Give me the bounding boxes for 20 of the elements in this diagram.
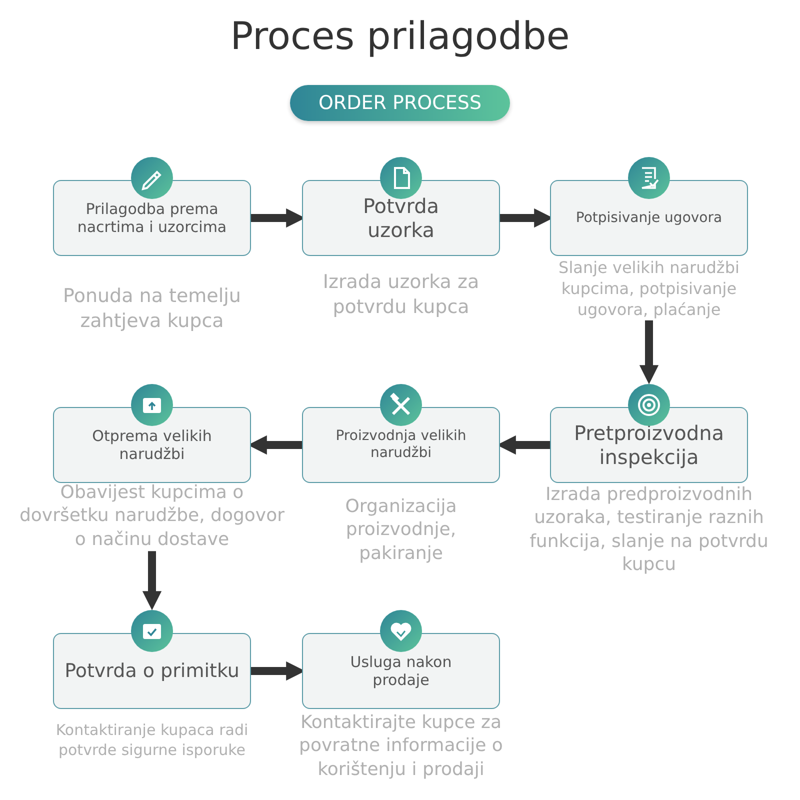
description-text: Izrada predproizvodnih uzoraka, testiranje raznih funkcija, slanje na potvrdu kupcu bbox=[528, 483, 770, 577]
title: Proces prilagodbe bbox=[229, 14, 571, 58]
process-box: Otprema velikih narudžbi bbox=[53, 407, 251, 483]
process-box: Potpisivanje ugovora bbox=[550, 180, 748, 256]
process-box: Proizvodnja velikih narudžbi bbox=[302, 407, 500, 483]
process-box: Potvrda uzorka bbox=[302, 180, 500, 256]
description-text: Kontaktiranje kupaca radi potvrde sigurne isporuke bbox=[54, 721, 250, 760]
description-text: Izrada uzorka za potvrdu kupca bbox=[322, 270, 480, 320]
description-text: Kontaktirajte kupce za povratne informacije o korištenju i prodaji bbox=[298, 711, 504, 782]
arrow bbox=[639, 320, 659, 384]
description-text: Ponuda na temelju zahtjeva kupca bbox=[62, 284, 242, 334]
process-box: Prilagodba prema nacrtima i uzorcima bbox=[53, 180, 251, 256]
description-text: Organizacija proizvodnje, pakiranje bbox=[344, 495, 458, 566]
heading-pill: ORDER PROCESS bbox=[290, 85, 510, 121]
process-box: Pretproizvodna inspekcija bbox=[550, 407, 748, 483]
description-text: Slanje velikih narudžbi kupcima, potpisivanje ugovora, plaćanje bbox=[558, 258, 740, 320]
description-text: Obavijest kupcima o dovršetku narudžbe, dogovor o načinu dostave bbox=[18, 481, 286, 552]
process-box: Potvrda o primitku bbox=[53, 633, 251, 709]
arrow bbox=[142, 551, 162, 610]
process-box: Usluga nakon prodaje bbox=[302, 633, 500, 709]
